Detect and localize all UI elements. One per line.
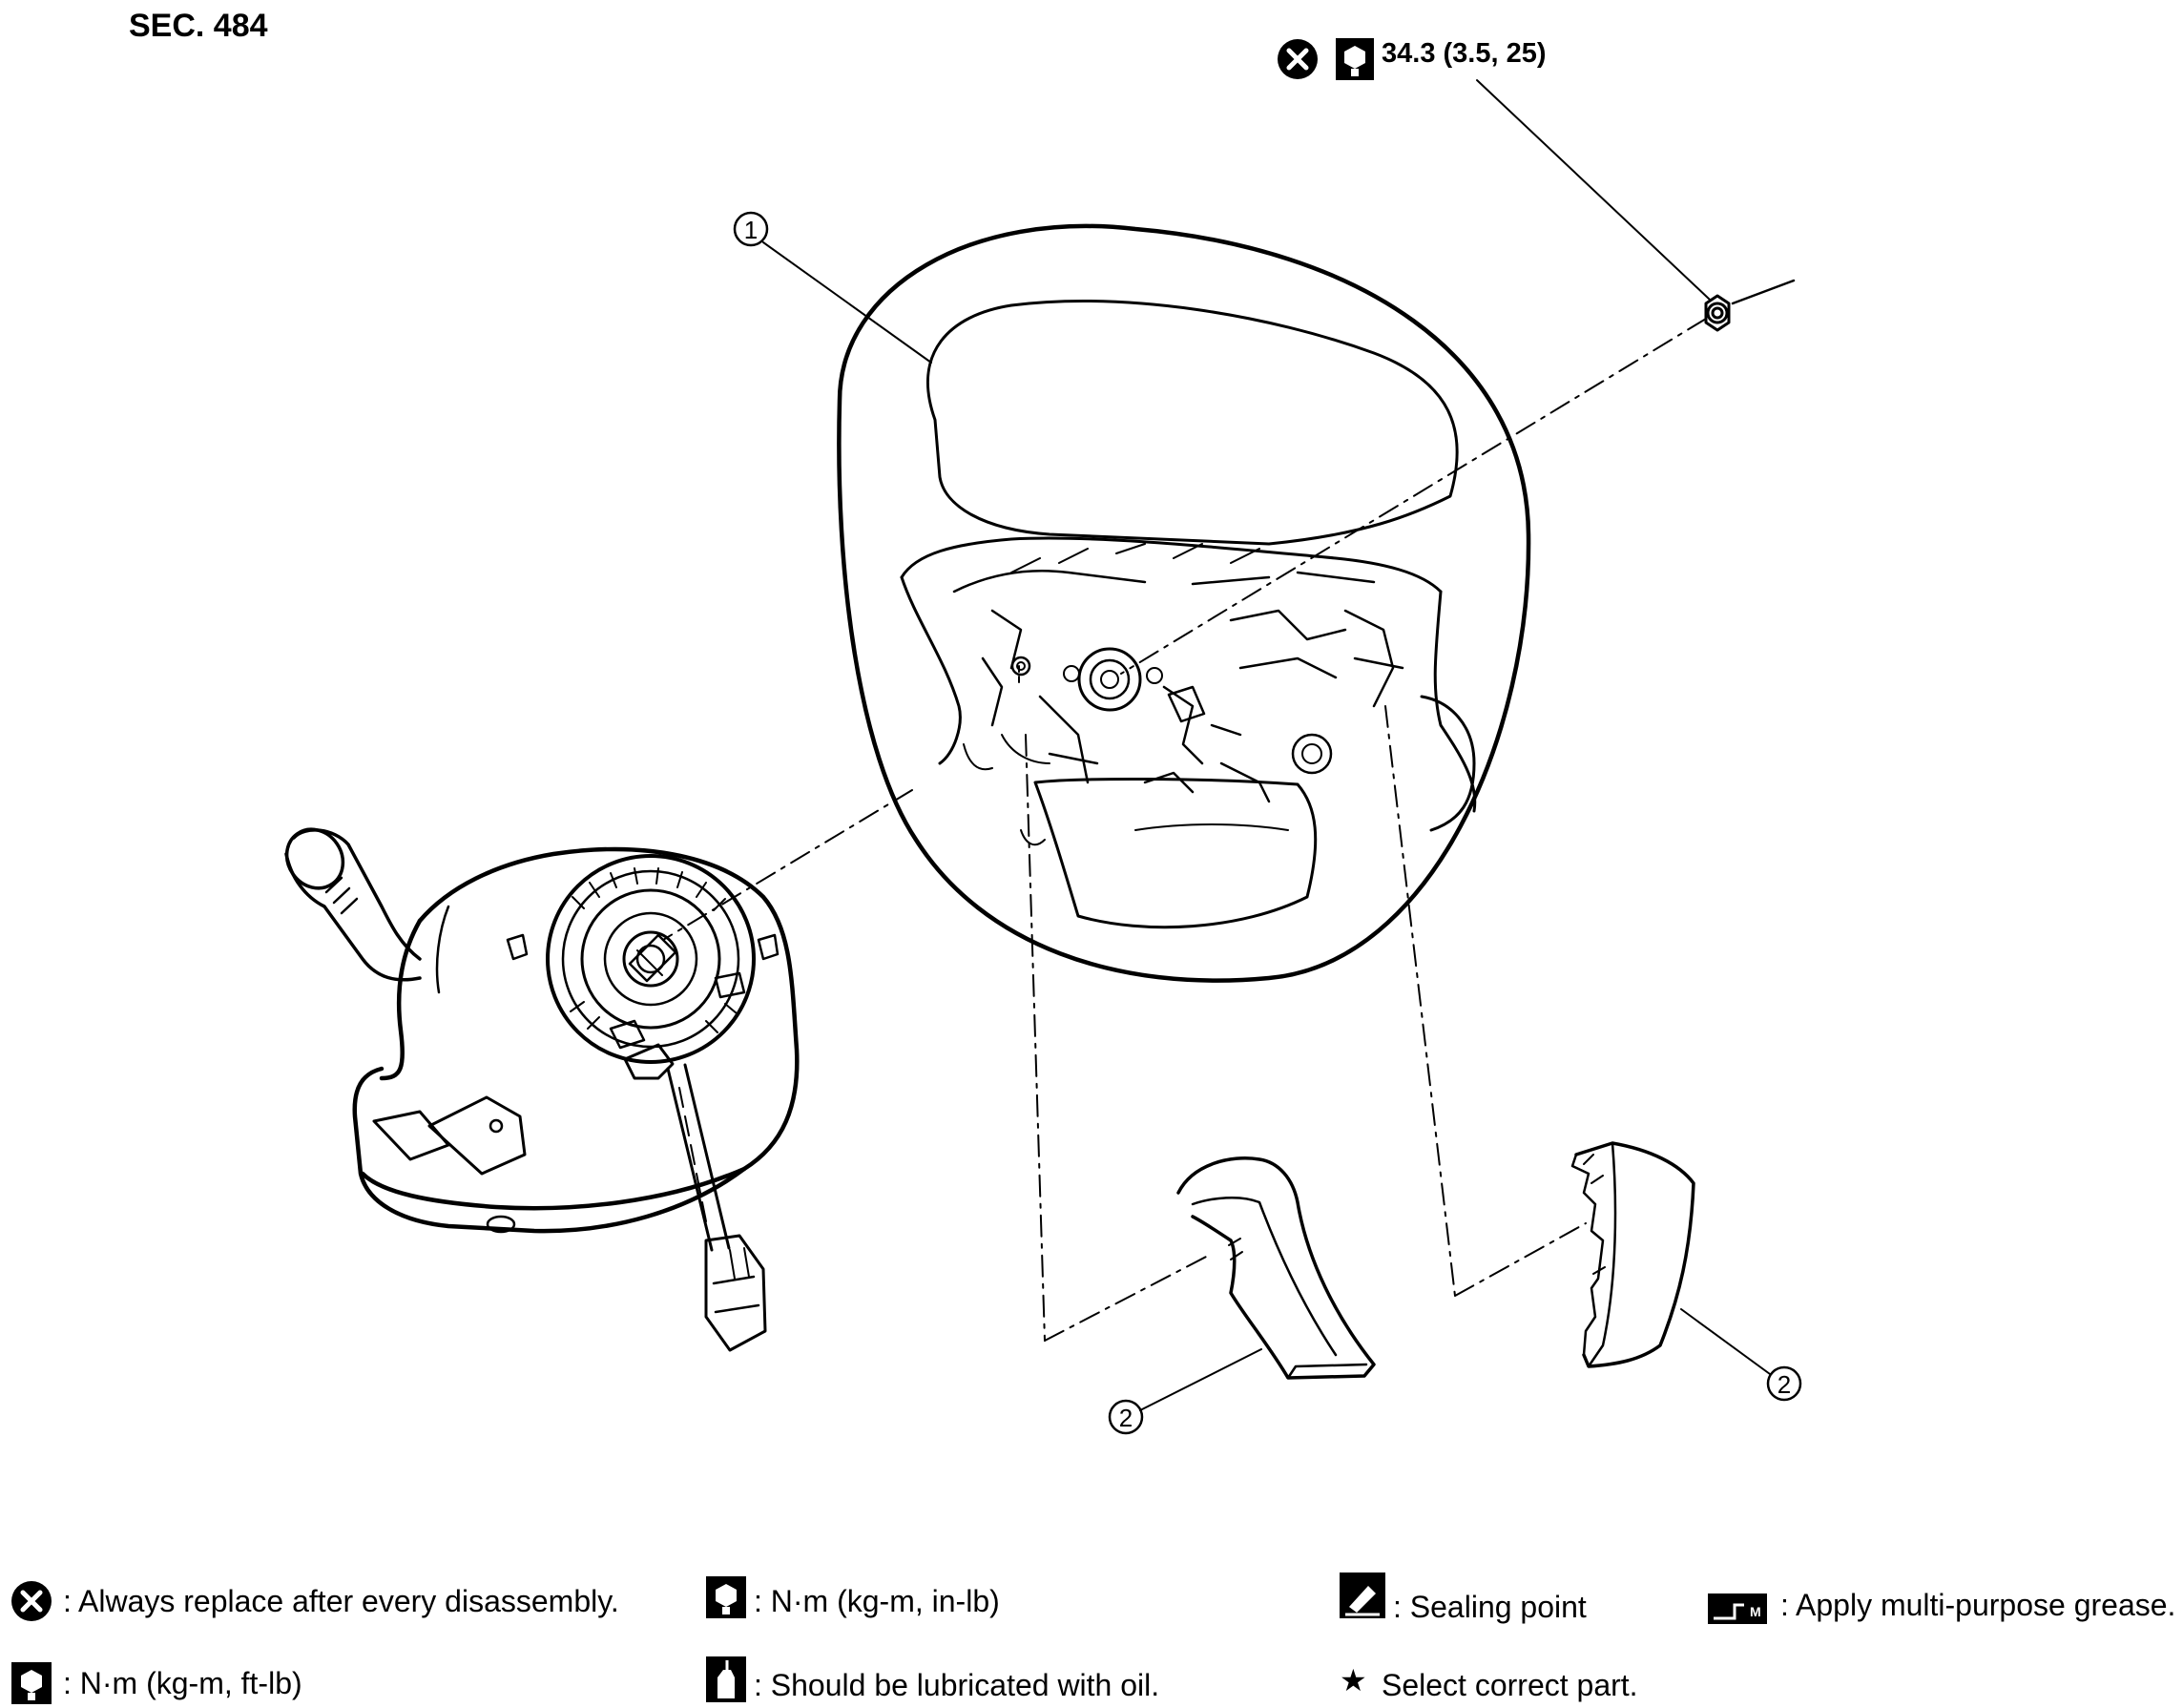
legend-nm-ft-lb: : N·m (kg-m, ft-lb) xyxy=(63,1666,302,1700)
torque-spec-text: 34.3 (3.5, 25) xyxy=(1382,38,1547,69)
callout-1-label: 1 xyxy=(743,216,759,244)
spoke-finisher-right xyxy=(1570,1141,1695,1368)
star-icon: ★ xyxy=(1340,1663,1367,1698)
legend-grease: : Apply multi-purpose grease. xyxy=(1780,1588,2176,1622)
circle-x-icon xyxy=(11,1581,52,1621)
socket-wrench-inlb-icon xyxy=(706,1576,746,1618)
steering-wheel-nut xyxy=(1704,279,1796,332)
socket-wrench-icon-top xyxy=(1336,38,1374,80)
callout-2-left-label: 2 xyxy=(1118,1404,1133,1432)
spoke-finisher-left xyxy=(1176,1156,1376,1380)
legend-sealing-point: : Sealing point xyxy=(1393,1590,1587,1624)
sealant-tube-icon xyxy=(1340,1573,1385,1618)
steering-wheel xyxy=(837,223,1531,983)
legend-select-part: Select correct part. xyxy=(1382,1668,1638,1702)
oil-can-icon xyxy=(706,1656,746,1702)
callout-1-circle xyxy=(733,211,769,247)
replace-icon-top xyxy=(1278,39,1318,79)
svg-text:M: M xyxy=(1750,1604,1761,1619)
legend-nm-in-lb: : N·m (kg-m, in-lb) xyxy=(754,1584,1000,1618)
callout-2-right-label: 2 xyxy=(1777,1370,1792,1399)
callout-2-left-circle xyxy=(1108,1399,1144,1435)
legend-lubricated-oil: : Should be lubricated with oil. xyxy=(754,1668,1160,1702)
socket-wrench-icon xyxy=(11,1662,52,1704)
callout-2-right-circle xyxy=(1766,1365,1802,1402)
spiral-cable-assembly xyxy=(284,827,800,1352)
legend-always-replace: : Always replace after every disassembly… xyxy=(63,1584,619,1618)
grease-icon: M xyxy=(1708,1593,1767,1624)
section-number: SEC. 484 xyxy=(129,8,268,44)
